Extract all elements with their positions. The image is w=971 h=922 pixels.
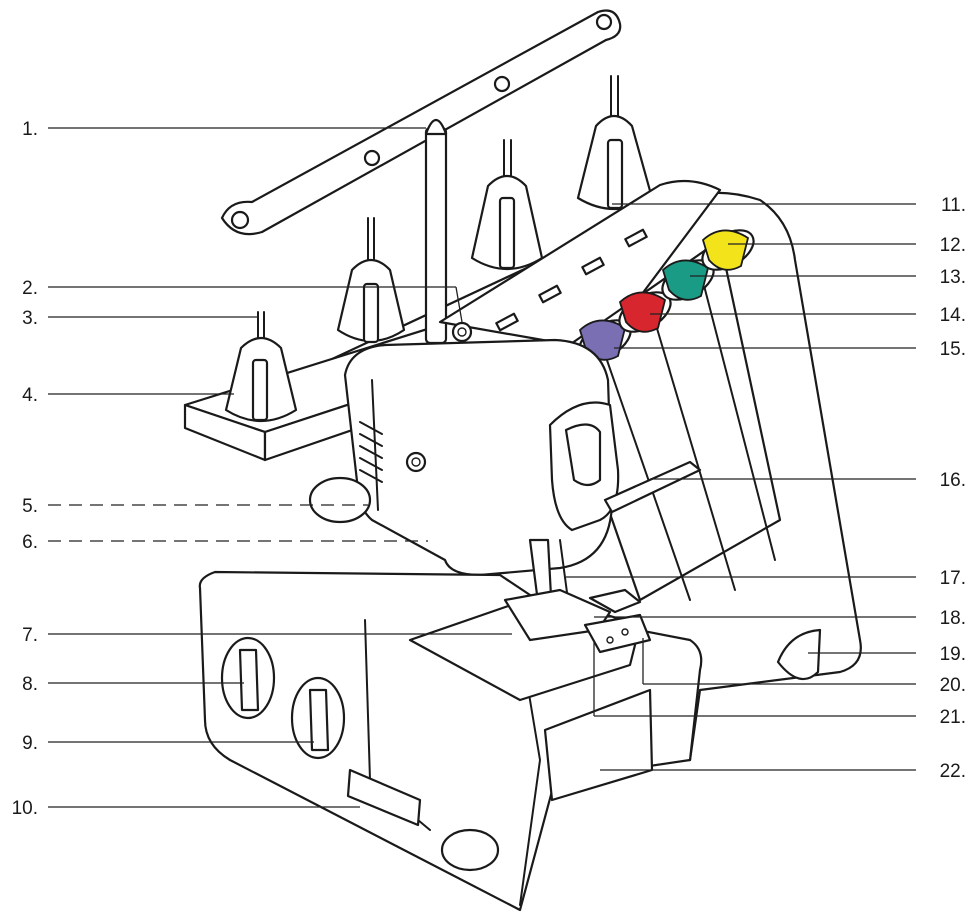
spool-pin-1 <box>224 311 298 422</box>
label-21: 21. <box>940 707 966 728</box>
label-17: 17. <box>940 568 966 589</box>
spool-pin-4 <box>576 75 654 211</box>
spool-pins <box>224 75 654 422</box>
label-1: 1. <box>22 119 38 140</box>
tension-dial-red <box>618 291 672 333</box>
handwheel <box>308 476 372 524</box>
top-thread-guides <box>438 179 722 352</box>
label-2: 2. <box>22 278 38 299</box>
label-11: 11. <box>941 195 966 216</box>
tension-dial-teal <box>661 259 715 301</box>
serger-machine-drawing <box>183 9 862 912</box>
label-18: 18. <box>940 608 966 629</box>
label-3: 3. <box>22 308 38 329</box>
dial-yellow-band <box>701 229 750 271</box>
label-9: 9. <box>22 733 38 754</box>
side-lever <box>776 628 822 681</box>
looper-cover-lever <box>548 401 702 532</box>
label-12: 12. <box>940 235 966 256</box>
control-knobs <box>220 636 422 827</box>
thread-guide-bar <box>220 9 622 345</box>
tension-dial-yellow <box>701 229 755 271</box>
label-7: 7. <box>22 625 38 646</box>
label-10: 10. <box>12 798 38 819</box>
label-15: 15. <box>940 339 966 360</box>
needle-area <box>503 538 652 654</box>
label-16: 16. <box>940 470 966 491</box>
label-5: 5. <box>22 496 38 517</box>
dial-teal-band <box>661 259 710 301</box>
label-14: 14. <box>940 305 966 326</box>
label-22: 22. <box>940 761 966 782</box>
spool-pin-3 <box>470 139 544 270</box>
leader-2-drop <box>455 286 463 323</box>
left-callout-labels: 1. 2. 3. 4. 5. 6. 7. 8. 9. 10. <box>12 119 38 819</box>
right-callout-labels: 11. 12. 13. 14. 15. 16. 17. 18. 19. 20. … <box>940 195 966 782</box>
label-13: 13. <box>940 267 966 288</box>
cutting-width-slot <box>346 768 422 827</box>
dial-red-band <box>618 291 667 333</box>
label-6: 6. <box>22 532 38 553</box>
label-19: 19. <box>940 644 966 665</box>
label-8: 8. <box>22 674 38 695</box>
front-cover <box>343 338 614 577</box>
leader-lines <box>48 127 916 808</box>
spool-pin-2 <box>336 217 406 344</box>
label-4: 4. <box>22 385 38 406</box>
label-20: 20. <box>940 675 966 696</box>
cover-vent-slots <box>359 421 383 483</box>
